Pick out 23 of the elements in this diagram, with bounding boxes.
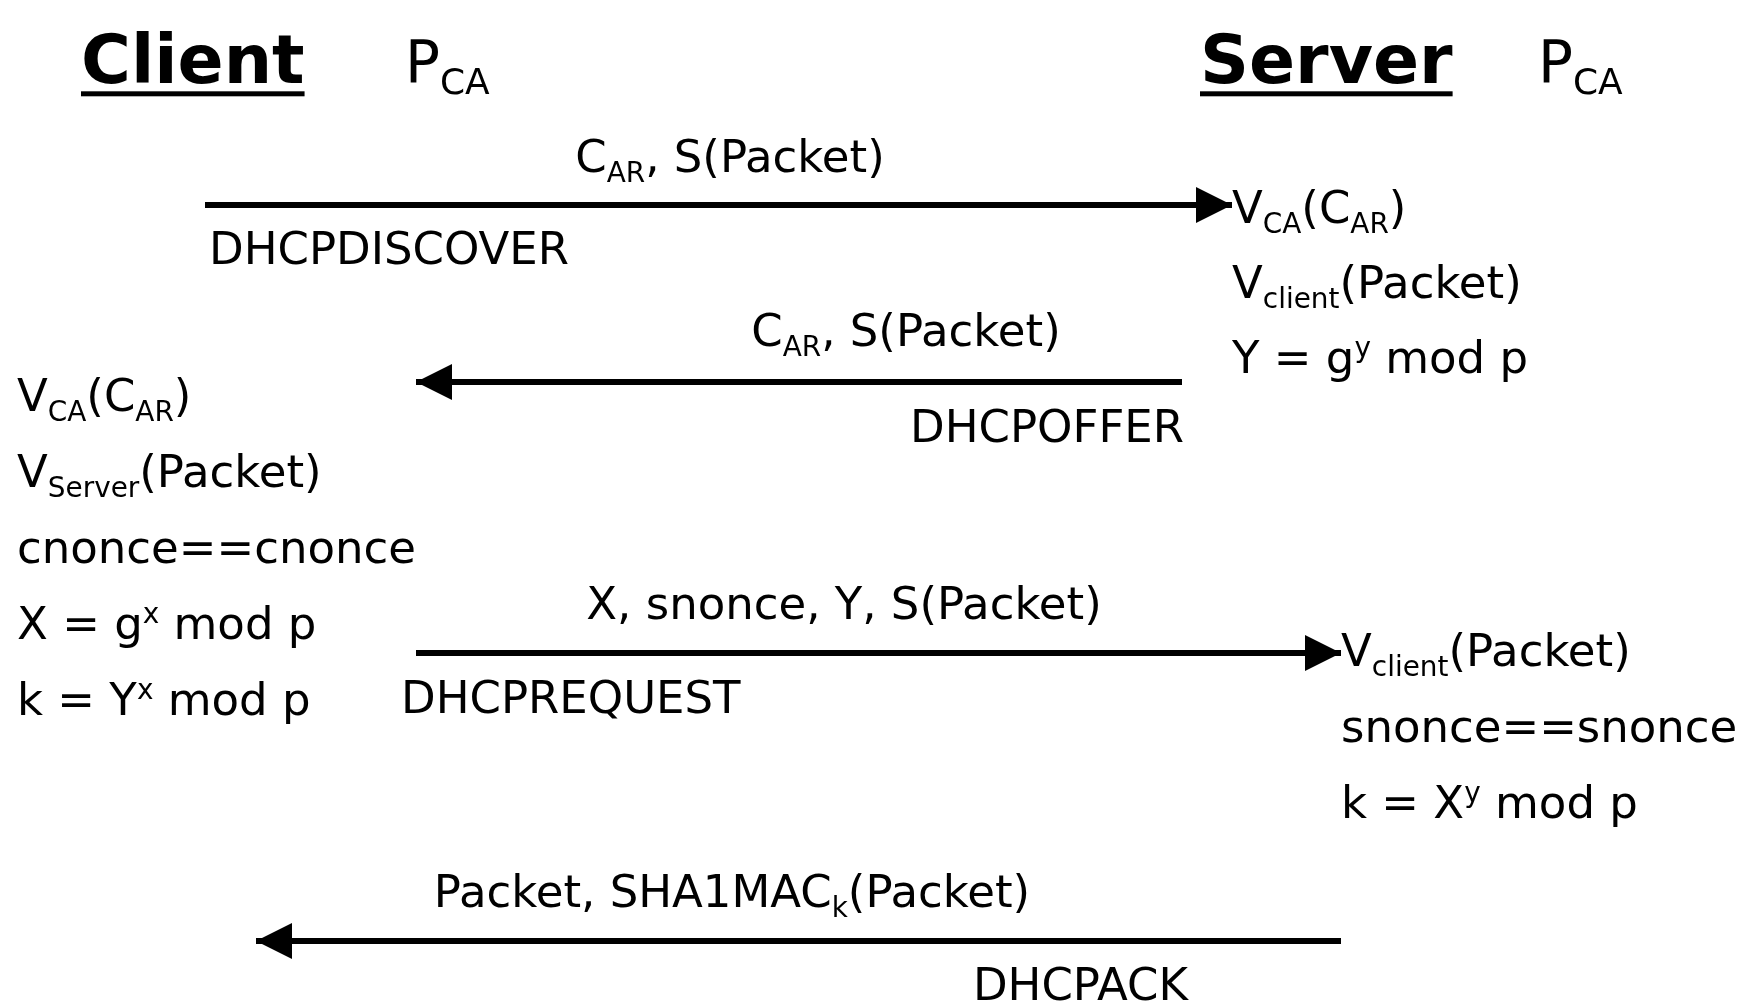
message-name: DHCPDISCOVER bbox=[209, 225, 570, 273]
formula-text: V$_{Server}$(Packet) bbox=[17, 448, 322, 496]
formula-text: V$_{CA}$(C$_{AR}$) bbox=[1232, 184, 1407, 232]
formula-text: k = X$^{y}$ mod p bbox=[1341, 779, 1638, 827]
message-name: DHCPOFFER bbox=[910, 403, 1184, 451]
annotation-text: P$_{CA}$ bbox=[405, 31, 490, 93]
arrow bbox=[416, 364, 1182, 400]
heading: Server bbox=[1200, 24, 1453, 96]
annotation-text: P$_{CA}$ bbox=[1538, 31, 1623, 93]
formula-text: k = Y$^{x}$ mod p bbox=[17, 676, 311, 724]
formula-text: V$_{CA}$(C$_{AR}$) bbox=[17, 372, 192, 420]
heading: Client bbox=[81, 24, 305, 96]
message-name: DHCPREQUEST bbox=[401, 674, 741, 722]
arrow bbox=[256, 923, 1341, 959]
arrow bbox=[416, 635, 1341, 671]
formula-text: V$_{client}$(Packet) bbox=[1232, 259, 1522, 307]
formula-text: cnonce==cnonce bbox=[17, 524, 416, 572]
formula-text: X = g$^{x}$ mod p bbox=[17, 600, 317, 648]
message-name: DHCPACK bbox=[972, 961, 1188, 1008]
formula-text: snonce==snonce bbox=[1341, 703, 1738, 751]
formula-text: Y = g$^{y}$ mod p bbox=[1232, 334, 1528, 382]
arrow bbox=[205, 187, 1232, 223]
formula-text: V$_{client}$(Packet) bbox=[1341, 627, 1631, 675]
